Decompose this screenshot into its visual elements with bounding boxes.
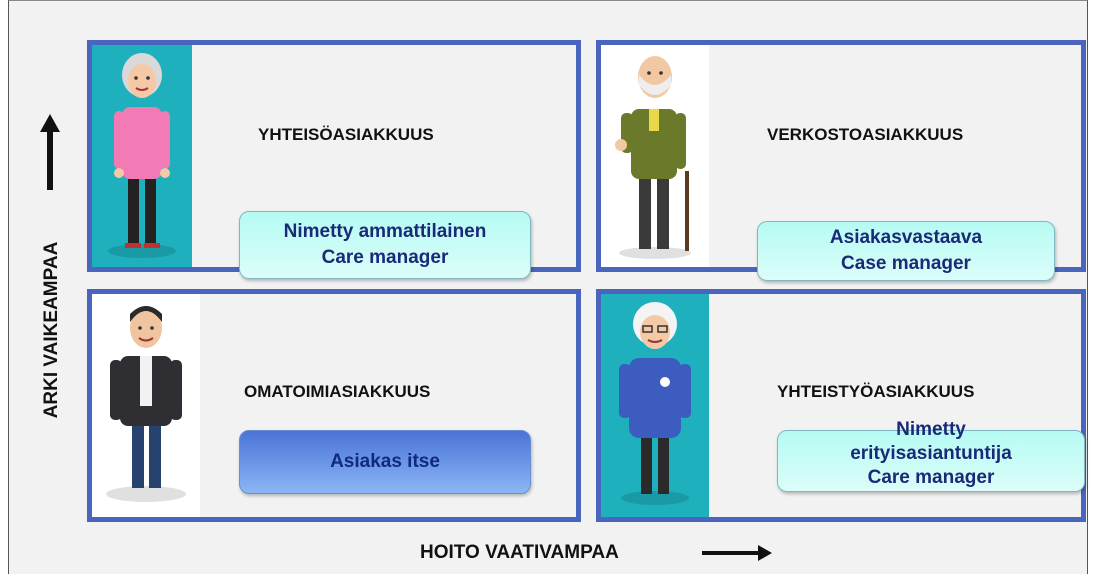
man-suit-icon (106, 306, 186, 502)
badge-line: erityisasiantuntija (850, 443, 1012, 464)
elderly-man-cane-icon (615, 56, 691, 259)
role-badge: Asiakasvastaava Case manager (757, 221, 1055, 281)
quadrant-title: YHTEISTYÖASIAKKUUS (777, 382, 975, 401)
role-badge: Asiakas itse (239, 430, 531, 494)
quadrant-omatoimiasiakkuus: OMATOIMIASIAKKUUS Asiakas itse (87, 289, 581, 522)
quadrant-title: VERKOSTOASIAKKUUS (767, 125, 964, 144)
badge-line: Care manager (867, 467, 995, 488)
badge-line: Case manager (841, 253, 971, 274)
badge-line: Care manager (321, 247, 449, 268)
role-badge: Nimetty ammattilainen Care manager (239, 211, 531, 279)
quadrant-yhteisoasiakkuus: YHTEISÖASIAKKUUS Nimetty ammattilainen C… (87, 40, 581, 279)
quadrant-yhteistyoasiakkuus: YHTEISTYÖASIAKKUUS Nimetty erityisasiant… (596, 289, 1086, 522)
x-axis-label: HOITO VAATIVAMPAA (420, 542, 619, 563)
role-badge: Nimetty erityisasiantuntija Care manager (777, 419, 1085, 492)
portrait-panel (601, 294, 709, 517)
quadrant-verkostoasiakkuus: VERKOSTOASIAKKUUS Asiakasvastaava Case m… (596, 40, 1086, 281)
y-axis-label: ARKI VAIKEAMPAA (41, 241, 62, 419)
portrait-panel (92, 45, 192, 267)
portrait-panel (92, 294, 200, 517)
badge-line: Nimetty (896, 419, 966, 440)
badge-line: Nimetty ammattilainen (283, 221, 487, 242)
badge-line: Asiakas itse (330, 451, 440, 472)
y-axis-arrow-icon (40, 114, 60, 190)
quadrant-title: YHTEISÖASIAKKUUS (258, 125, 434, 144)
portrait-panel (601, 45, 709, 267)
x-axis-arrow-icon (702, 545, 772, 561)
quadrant-title: OMATOIMIASIAKKUUS (244, 382, 431, 401)
elderly-woman-glasses-icon (619, 302, 691, 505)
badge-line: Asiakasvastaava (829, 227, 983, 248)
woman-pink-shirt-icon (108, 53, 176, 258)
